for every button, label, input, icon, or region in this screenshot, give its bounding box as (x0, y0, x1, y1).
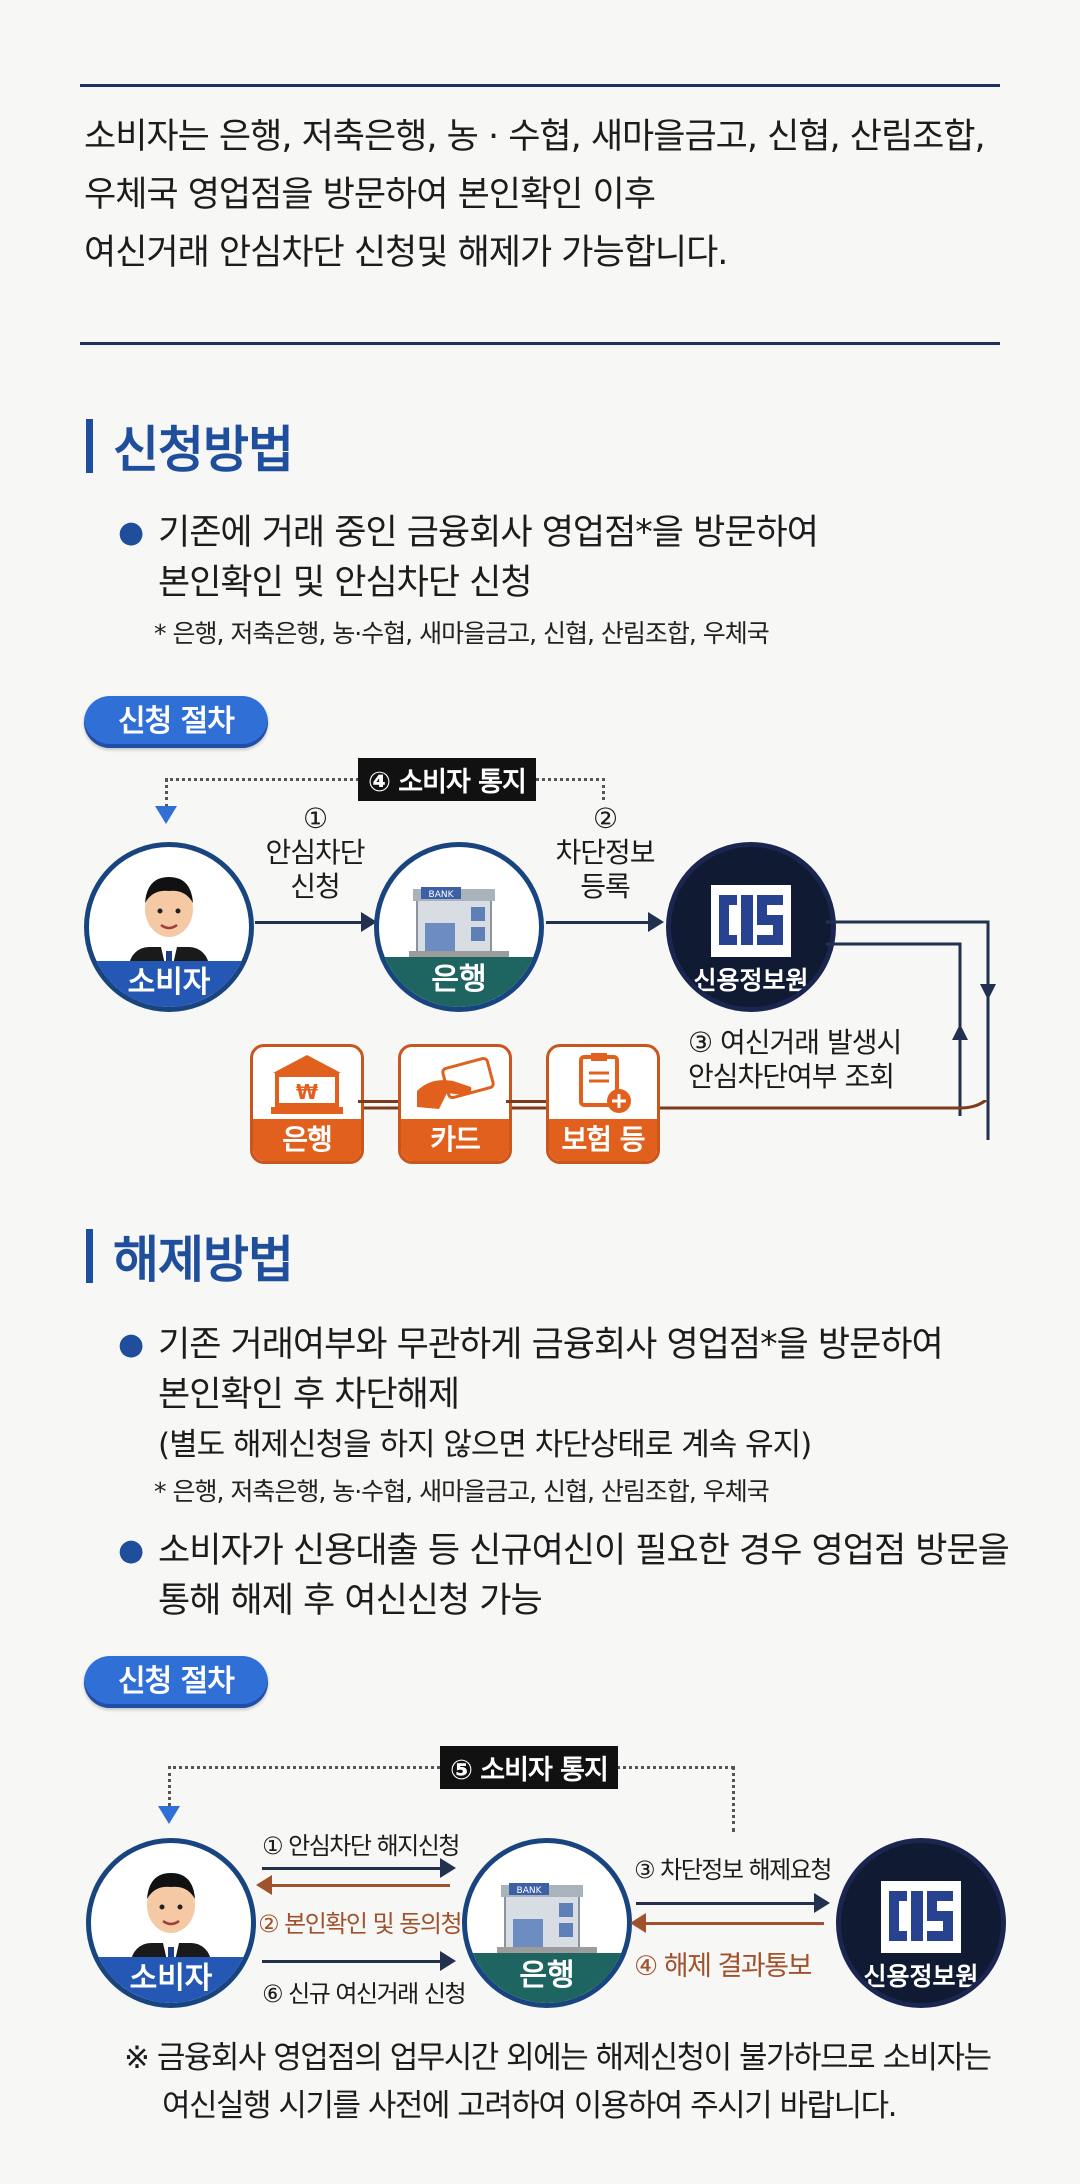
step4-label: ④ 해제 결과통보 (634, 1951, 812, 1982)
apply-bullet: ● 기존에 거래 중인 금융회사 영업점*을 방문하여 본인확인 및 안심차단 신… (118, 508, 1018, 650)
release-process-label: 신청 절차 (84, 1656, 268, 1708)
consumer-notice-badge: ④ 소비자 통지 (358, 758, 536, 801)
arrow-left-icon (630, 1913, 824, 1933)
title-bar (86, 1229, 93, 1283)
arrow-right-icon (262, 1858, 456, 1878)
step1-label: ① 안심차단 해지신청 (262, 1832, 460, 1860)
svg-text:₩: ₩ (296, 1080, 318, 1104)
consumer-label: 소비자 (89, 961, 249, 1007)
bank-building-icon: BANK (497, 1883, 597, 1955)
cis-label: 신용정보원 (671, 957, 831, 1007)
release-footnote: * 은행, 저축은행, 농·수협, 새마을금고, 신협, 산림조합, 우체국 (154, 1477, 770, 1506)
release-bullet-line: 통해 해제 후 여신신청 가능 (158, 1581, 543, 1621)
step3-label: ③ 차단정보 해제요청 (634, 1856, 832, 1884)
footer-line: ※ 금융회사 영업점의 업무시간 외에는 해제신청이 불가하므로 소비자는 (124, 2040, 992, 2076)
release-bullet-line: 본인확인 후 차단해제 (158, 1375, 460, 1415)
intro-line: 소비자는 은행, 저축은행, 농 · 수협, 새마을금고, 신협, 산림조합, (84, 117, 986, 157)
bank-label: 은행 (467, 1953, 627, 2003)
down-arrow-icon (155, 806, 177, 824)
org-card-label: 카드 (401, 1119, 509, 1161)
notice-dotline (732, 1766, 735, 1832)
intro-bottom-rule (80, 342, 1000, 345)
bank-node: BANK 은행 (374, 842, 544, 1012)
release-section-title: 해제방법 (86, 1220, 294, 1292)
release-bullet-line: 기존 거래여부와 무관하게 금융회사 영업점*을 방문하여 (158, 1325, 944, 1365)
intro-line: 우체국 영업점을 방문하여 본인확인 이후 (84, 175, 656, 215)
lookup-connector (826, 920, 996, 1140)
cis-node: 신용정보원 (836, 1838, 1006, 2008)
org-bank-box: ₩ 은행 (250, 1044, 364, 1164)
bank-building-icon: BANK (409, 887, 509, 959)
release-bullet-line: 소비자가 신용대출 등 신규여신이 필요한 경우 영업점 방문을 (158, 1531, 1010, 1571)
org-bank-label: 은행 (253, 1119, 361, 1161)
arrow-left-icon (256, 1875, 450, 1895)
apply-bullet-line: 기존에 거래 중인 금융회사 영업점*을 방문하여 (158, 513, 819, 553)
bank-node: BANK 은행 (462, 1838, 632, 2008)
consumer-node: 소비자 (86, 1838, 256, 2008)
notice-dotline (165, 778, 168, 808)
org-insurance-box: 보험 등 (546, 1044, 660, 1164)
arrow-right-icon (255, 912, 377, 932)
org-insurance-label: 보험 등 (549, 1119, 657, 1161)
notice-dotline (602, 778, 605, 800)
notice-dotline (168, 1766, 171, 1806)
step6-label: ⑥ 신규 여신거래 신청 (262, 1980, 467, 2008)
down-arrow-icon (158, 1806, 180, 1824)
consumer-label: 소비자 (91, 1957, 251, 2003)
bank-label: 은행 (379, 957, 539, 1007)
org-link (358, 1100, 398, 1103)
apply-bullet-line: 본인확인 및 안심차단 신청 (158, 563, 533, 603)
apply-footnote: * 은행, 저축은행, 농·수협, 새마을금고, 신협, 산림조합, 우체국 (154, 619, 770, 648)
title-bar (86, 419, 93, 473)
svg-text:BANK: BANK (517, 1886, 543, 1896)
consumer-notice-badge: ⑤ 소비자 통지 (440, 1746, 618, 1789)
footer-line: 여신실행 시기를 사전에 고려하여 이용하여 주시기 바랍니다. (162, 2088, 897, 2124)
cis-label: 신용정보원 (841, 1953, 1001, 2003)
apply-process-label: 신청 절차 (84, 696, 268, 748)
consumer-node: 소비자 (84, 842, 254, 1012)
org-card-box: 카드 (398, 1044, 512, 1164)
intro-text: 소비자는 은행, 저축은행, 농 · 수협, 새마을금고, 신협, 산림조합, … (84, 108, 1044, 282)
insurance-document-icon (579, 1053, 631, 1113)
intro-line: 여신거래 안심차단 신청및 해제가 가능합니다. (84, 233, 728, 273)
step2-label: ② 본인확인 및 동의청구 (258, 1910, 483, 1938)
arrow-right-icon (636, 1893, 830, 1913)
card-icon (417, 1056, 495, 1109)
top-rule (80, 84, 1000, 87)
org-link (506, 1100, 546, 1103)
bank-icon: ₩ (271, 1055, 343, 1114)
cis-logo-icon (881, 1881, 961, 1953)
apply-section-title: 신청방법 (86, 410, 294, 482)
release-bullets: ● 기존 거래여부와 무관하게 금융회사 영업점*을 방문하여 본인확인 후 차단… (118, 1320, 1058, 1626)
bullet-dot: ● (118, 1327, 144, 1362)
bullet-dot: ● (118, 1533, 144, 1568)
apply-title-text: 신청방법 (113, 421, 294, 479)
release-bullet-line: (별도 해제신청을 하지 않으면 차단상태로 계속 유지) (158, 1427, 812, 1463)
bullet-dot: ● (118, 515, 144, 550)
cis-node: 신용정보원 (666, 842, 836, 1012)
svg-text:BANK: BANK (429, 890, 455, 900)
cis-logo-icon (711, 885, 791, 957)
release-title-text: 해제방법 (113, 1231, 294, 1289)
arrow-right-icon (546, 912, 664, 932)
arrow-right-icon (262, 1951, 456, 1971)
footer-note: ※ 금융회사 영업점의 업무시간 외에는 해제신청이 불가하므로 소비자는 여신… (124, 2034, 1044, 2130)
